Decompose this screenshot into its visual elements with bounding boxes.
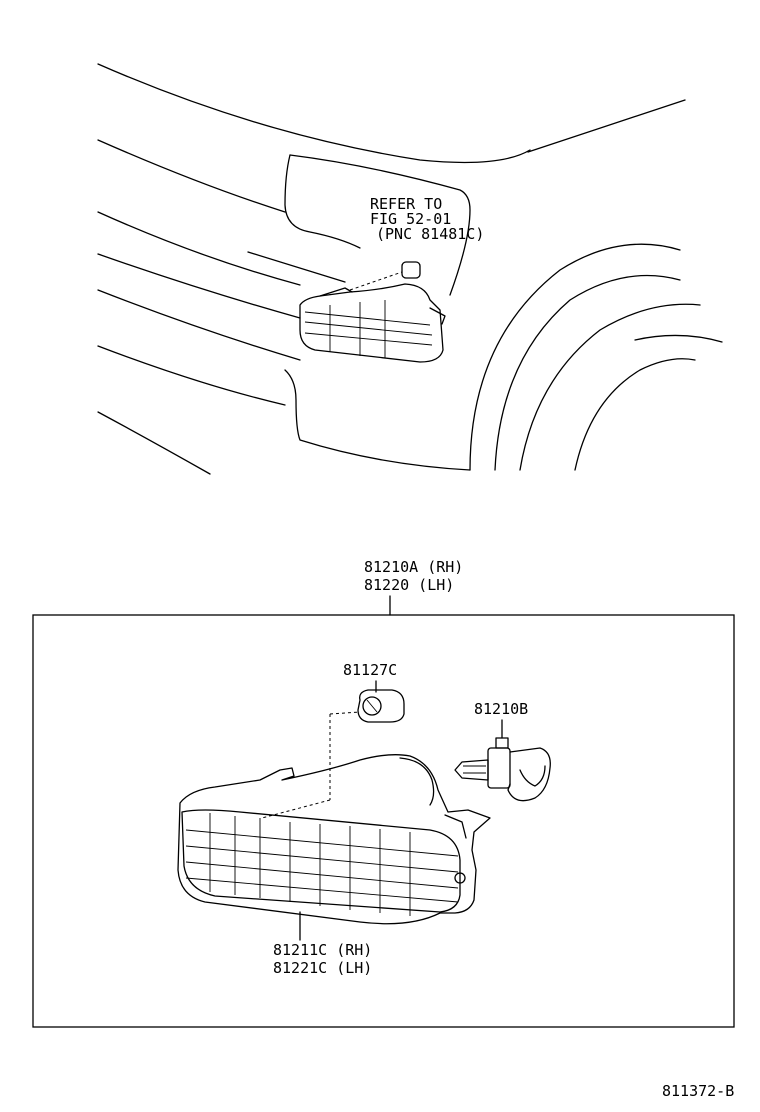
vehicle-body-outline: [97, 63, 723, 475]
refer-to-callout: REFER TO FIG 52-01 (PNC 81481C): [370, 195, 484, 243]
refer-to-line-1: REFER TO: [370, 195, 442, 213]
refer-to-line-3: (PNC 81481C): [376, 225, 484, 243]
socket-label: 81127C: [343, 661, 397, 679]
fog-lamp-housing: [177, 754, 491, 941]
socket-81127c: 81127C: [261, 661, 405, 819]
refer-to-line-2: FIG 52-01: [370, 210, 451, 228]
assembly-rh-label: 81210A (RH): [364, 558, 463, 576]
lens-callout: 81211C (RH) 81221C (LH): [273, 941, 372, 977]
assembly-frame: [32, 614, 735, 1028]
lens-rh-label: 81211C (RH): [273, 941, 372, 959]
assembly-callout: 81210A (RH) 81220 (LH): [364, 558, 463, 616]
bulb-label: 81210B: [474, 700, 528, 718]
illustration-number: 811372-B: [662, 1082, 734, 1100]
bulb-81210b: 81210B: [454, 700, 551, 802]
assembly-lh-label: 81220 (LH): [364, 576, 454, 594]
lens-lh-label: 81221C (LH): [273, 959, 372, 977]
vehicle-fog-lamp-small: [299, 261, 446, 363]
